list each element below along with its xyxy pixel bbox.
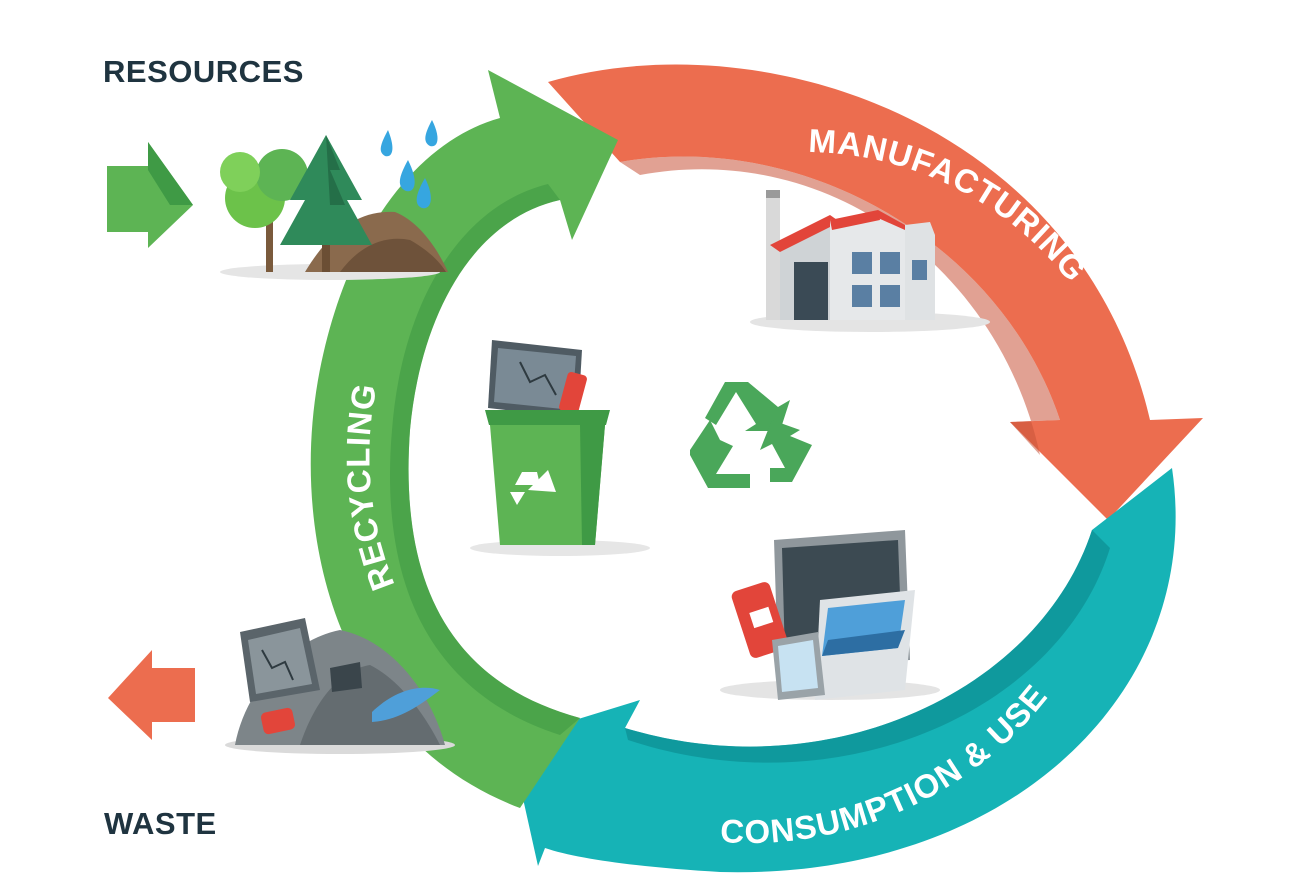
devices-icon bbox=[720, 530, 940, 700]
waste-arrow-icon bbox=[108, 650, 195, 740]
resources-arrow-icon bbox=[107, 142, 193, 248]
resources-label: RESOURCES bbox=[103, 54, 304, 89]
manufacturing-arrow bbox=[548, 64, 1203, 520]
factory-icon bbox=[750, 190, 990, 332]
landfill-icon bbox=[225, 618, 455, 754]
recycling-bin-icon bbox=[470, 340, 650, 556]
trees-water-soil-icon bbox=[220, 120, 448, 280]
consumption-arrow bbox=[510, 468, 1176, 873]
recycle-symbol-icon bbox=[690, 382, 812, 488]
waste-label: WASTE bbox=[104, 806, 217, 841]
